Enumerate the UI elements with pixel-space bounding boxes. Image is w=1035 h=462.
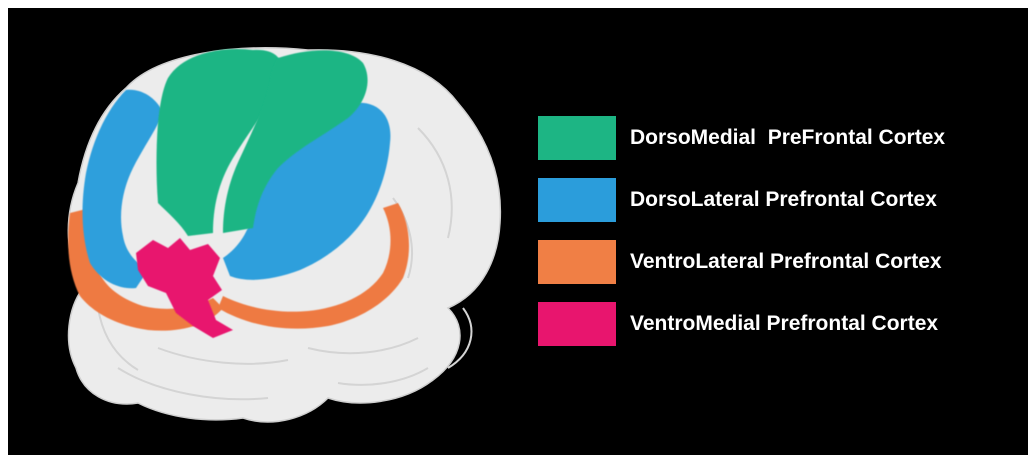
legend-label: VentroLateral Prefrontal Cortex — [630, 250, 942, 274]
figure-canvas: DorsoMedial PreFrontal Cortex DorsoLater… — [8, 8, 1028, 455]
legend-item-ventromedial: VentroMedial Prefrontal Cortex — [538, 302, 1018, 364]
legend-label: DorsoMedial PreFrontal Cortex — [630, 126, 945, 150]
legend-item-dorsomedial: DorsoMedial PreFrontal Cortex — [538, 116, 1018, 178]
legend-swatch — [538, 302, 616, 346]
legend-label: DorsoLateral Prefrontal Cortex — [630, 188, 937, 212]
legend-item-ventrolateral: VentroLateral Prefrontal Cortex — [538, 240, 1018, 302]
legend-swatch — [538, 116, 616, 160]
legend: DorsoMedial PreFrontal Cortex DorsoLater… — [538, 116, 1018, 364]
legend-label: VentroMedial Prefrontal Cortex — [630, 312, 938, 336]
legend-item-dorsolateral: DorsoLateral Prefrontal Cortex — [538, 178, 1018, 240]
brain-illustration — [8, 8, 528, 455]
legend-swatch — [538, 240, 616, 284]
legend-swatch — [538, 178, 616, 222]
